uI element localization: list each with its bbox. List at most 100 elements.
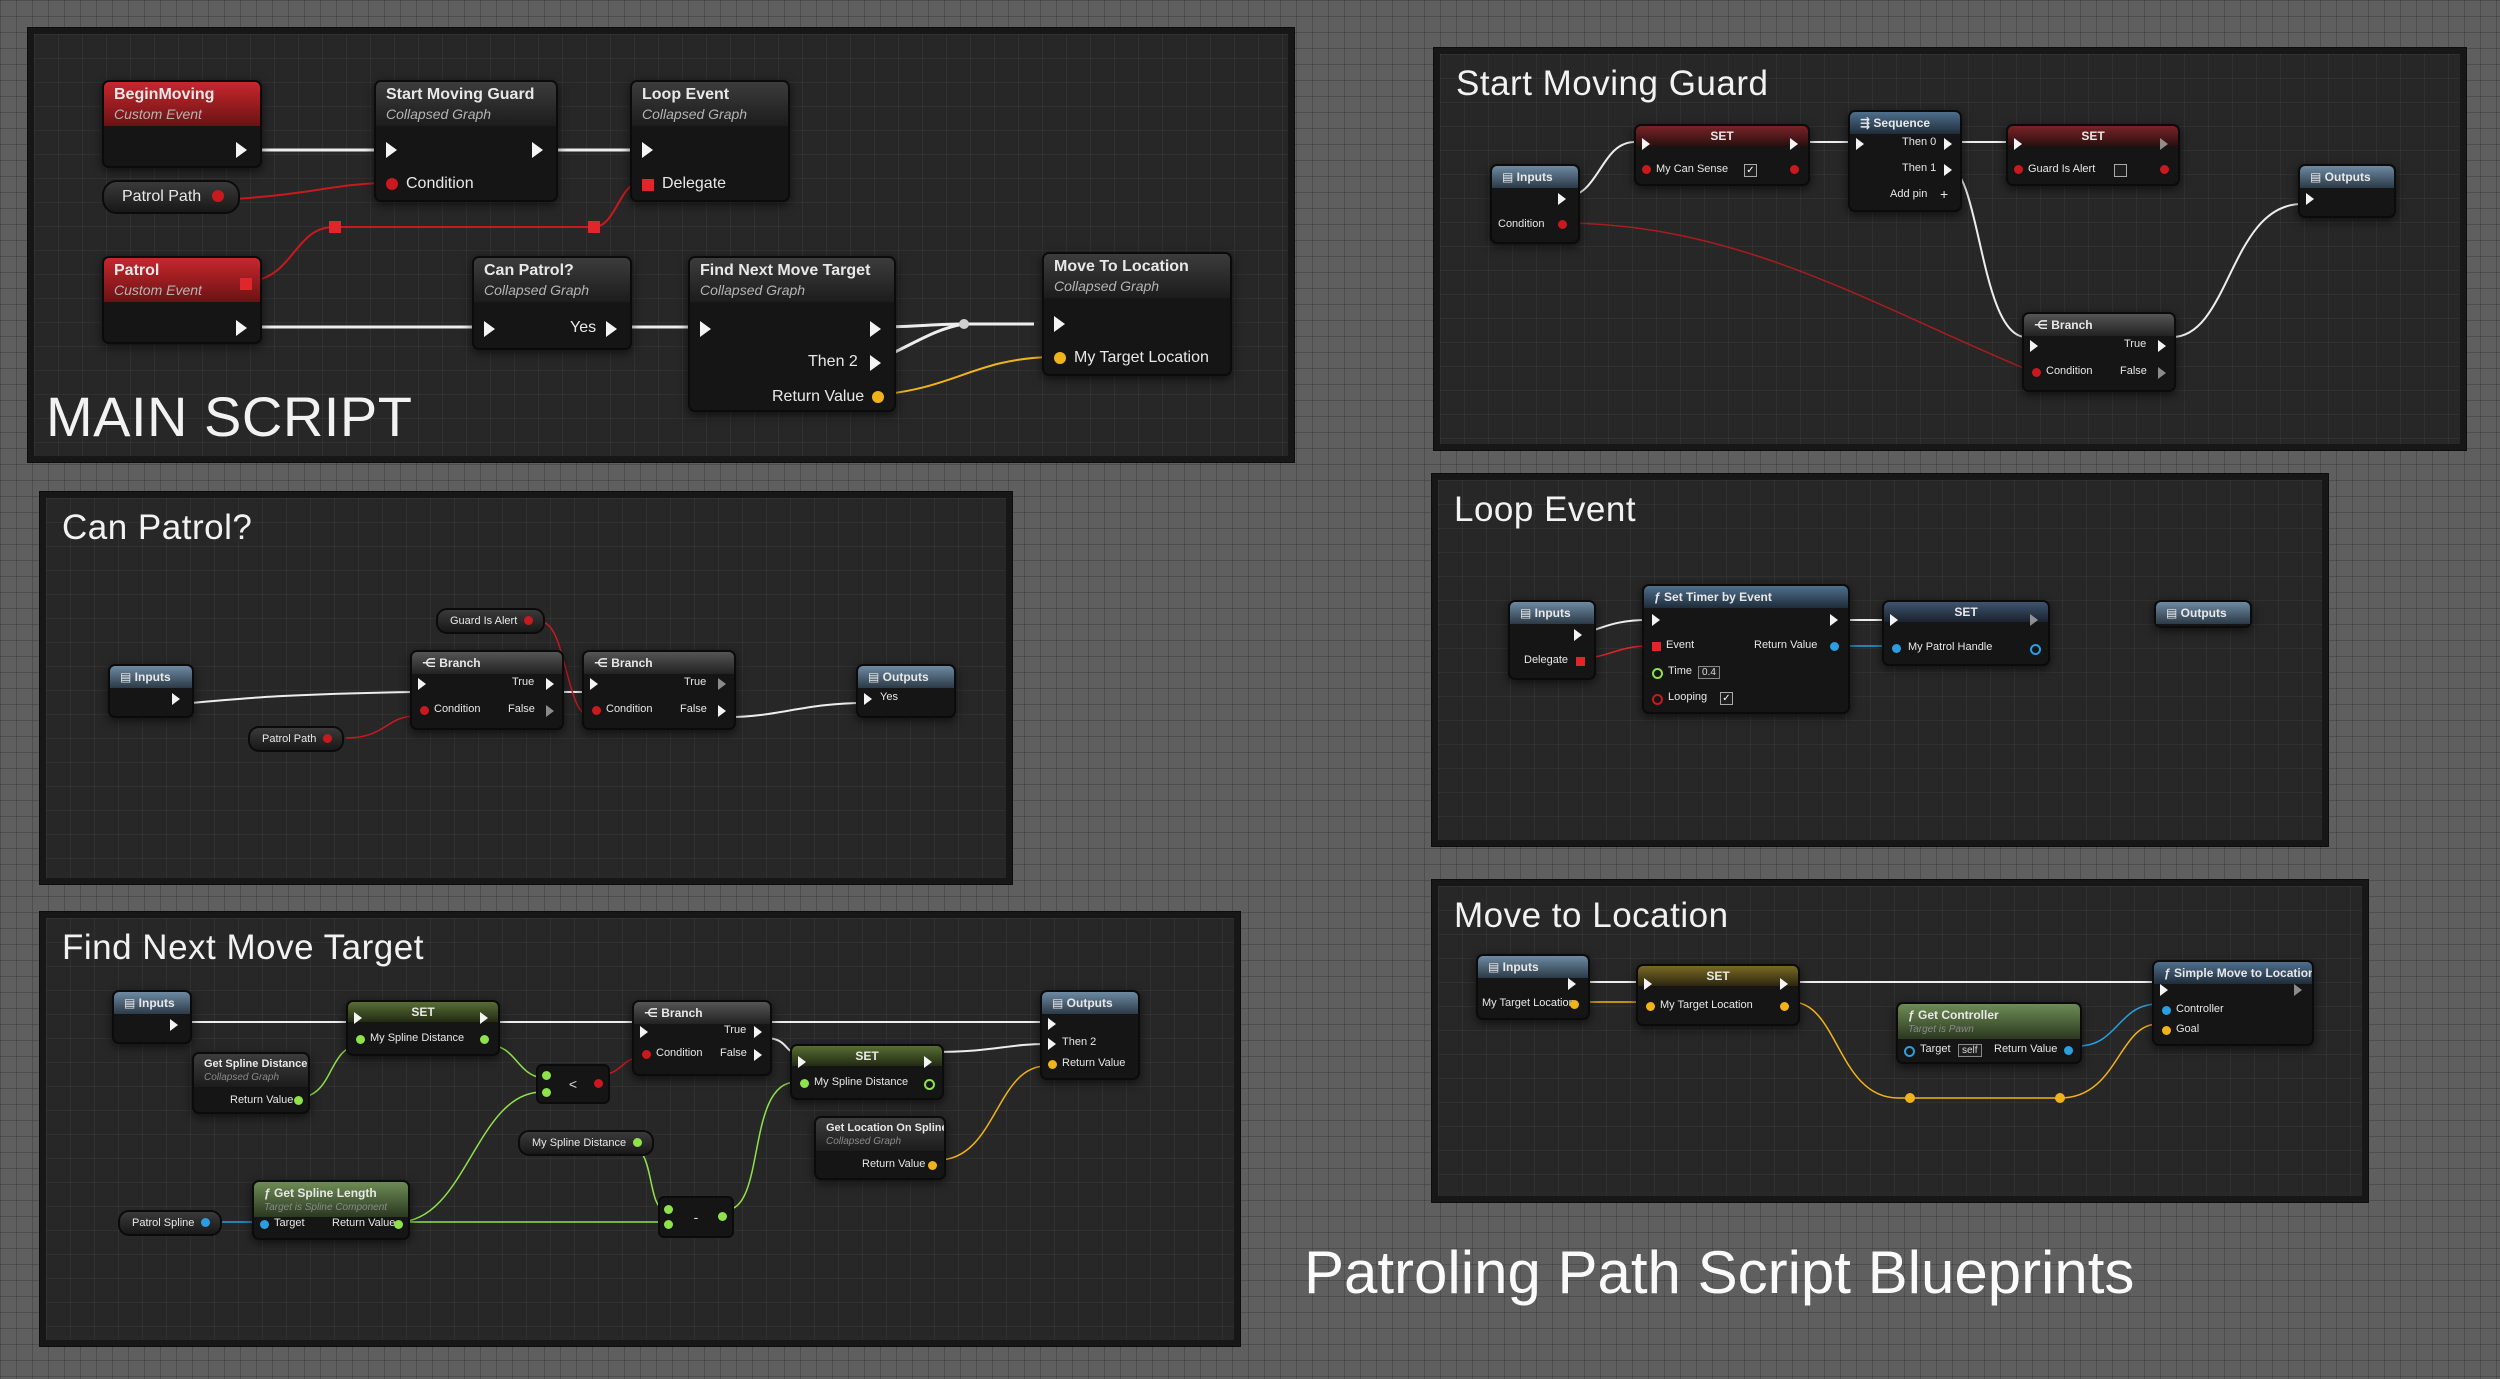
branch-node[interactable]: ⋲ Branch True Condition False — [632, 1000, 772, 1076]
true-out-pin[interactable] — [754, 1026, 762, 1038]
object-in-pin[interactable] — [1904, 1046, 1915, 1057]
exec-in-pin[interactable] — [1890, 614, 1898, 626]
outputs-node[interactable]: ▤ Outputs Then 2 Return Value — [1040, 990, 1140, 1080]
exec-in-pin[interactable] — [354, 1012, 362, 1024]
exec-out-pin[interactable] — [2030, 614, 2038, 626]
exec-in-pin[interactable] — [590, 678, 598, 690]
exec-in-pin[interactable] — [2014, 138, 2022, 150]
float-out-pin[interactable] — [633, 1138, 643, 1147]
float-in-pin[interactable] — [1652, 668, 1663, 679]
then-1-out-pin[interactable] — [1944, 164, 1952, 176]
float-in-pin[interactable] — [356, 1035, 365, 1044]
true-out-pin[interactable] — [718, 678, 726, 690]
vector-out-pin[interactable] — [1570, 1000, 1579, 1009]
bool-out-pin[interactable] — [594, 1079, 603, 1088]
float-in-pin[interactable] — [664, 1205, 673, 1214]
outputs-node[interactable]: ▤ Outputs Yes — [856, 664, 956, 718]
exec-in-pin[interactable] — [1652, 614, 1660, 626]
set-guard-is-alert-node[interactable]: SET Guard Is Alert — [2006, 124, 2180, 186]
exec-in-pin[interactable] — [484, 321, 495, 337]
exec-in-pin[interactable] — [1054, 316, 1065, 332]
set-timer-by-event-node[interactable]: ƒ Set Timer by Event Event Return Value … — [1642, 584, 1850, 714]
true-out-pin[interactable] — [546, 678, 554, 690]
looping-checkbox[interactable]: ✓ — [1720, 692, 1733, 705]
exec-in-pin[interactable] — [640, 1026, 648, 1038]
exec-in-pin[interactable] — [642, 142, 653, 158]
exec-out-pin[interactable] — [480, 1012, 488, 1024]
set-my-spline-distance-node-2[interactable]: SET My Spline Distance — [790, 1044, 944, 1100]
vector-out-pin[interactable] — [928, 1161, 937, 1170]
exec-out-pin[interactable] — [1780, 978, 1788, 990]
event-in-pin[interactable] — [1652, 642, 1661, 651]
outputs-node[interactable]: ▤ Outputs — [2298, 164, 2396, 218]
vector-out-pin[interactable] — [1780, 1002, 1789, 1011]
my-spline-distance-variable[interactable]: My Spline Distance — [518, 1130, 655, 1156]
inputs-node[interactable]: ▤ Inputs — [112, 990, 192, 1044]
exec-out-pin[interactable] — [172, 693, 180, 705]
reroute-knot[interactable] — [959, 319, 969, 329]
exec-out-pin[interactable] — [924, 1056, 932, 1068]
exec-out-pin[interactable] — [1568, 978, 1576, 990]
float-out-pin[interactable] — [924, 1079, 935, 1090]
exec-out-pin[interactable] — [1790, 138, 1798, 150]
outputs-node[interactable]: ▤ Outputs — [2154, 600, 2252, 628]
then-0-out-pin[interactable] — [1944, 138, 1952, 150]
bool-out-pin[interactable] — [2160, 165, 2169, 174]
vector-in-pin[interactable] — [1054, 352, 1066, 364]
exec-in-pin[interactable] — [2306, 193, 2314, 205]
exec-in-pin[interactable] — [1048, 1018, 1056, 1030]
checkbox[interactable]: ✓ — [1744, 164, 1757, 177]
float-out-pin[interactable] — [394, 1220, 403, 1229]
exec-out-pin[interactable] — [170, 1019, 178, 1031]
reroute-knot[interactable] — [2055, 1093, 2065, 1103]
patrol-spline-variable[interactable]: Patrol Spline — [118, 1210, 223, 1236]
inputs-node[interactable]: ▤ Inputs My Target Location — [1476, 954, 1590, 1020]
bool-out-pin[interactable] — [323, 734, 333, 743]
inputs-node[interactable]: ▤ Inputs — [108, 664, 194, 718]
true-out-pin[interactable] — [2158, 340, 2166, 352]
self-field[interactable]: self — [1958, 1044, 1982, 1057]
guard-is-alert-variable[interactable]: Guard Is Alert — [436, 608, 546, 634]
false-out-pin[interactable] — [546, 705, 554, 717]
exec-out-pin[interactable] — [606, 321, 617, 337]
float-out-pin[interactable] — [480, 1035, 489, 1044]
exec-out-pin[interactable] — [870, 321, 881, 337]
bool-out-pin[interactable] — [524, 616, 534, 625]
bool-in-pin[interactable] — [2014, 165, 2023, 174]
set-my-patrol-handle-node[interactable]: SET My Patrol Handle — [1882, 600, 2050, 666]
patrol-path-variable[interactable]: Patrol Path — [102, 180, 240, 214]
exec-in-pin[interactable] — [418, 678, 426, 690]
delegate-out-pin[interactable] — [1576, 657, 1585, 666]
set-my-spline-distance-node-1[interactable]: SET My Spline Distance — [346, 1000, 500, 1056]
float-in-pin[interactable] — [664, 1220, 673, 1229]
exec-out-pin[interactable] — [1558, 193, 1566, 205]
exec-in-pin[interactable] — [1644, 978, 1652, 990]
inputs-node[interactable]: ▤ Inputs Condition — [1490, 164, 1580, 244]
inputs-node[interactable]: ▤ Inputs Delegate — [1508, 600, 1596, 680]
handle-out-pin[interactable] — [2030, 644, 2041, 655]
condition-in-pin[interactable] — [592, 706, 601, 715]
then-2-in-pin[interactable] — [1048, 1038, 1056, 1050]
condition-in-pin[interactable] — [420, 706, 429, 715]
checkbox[interactable] — [2114, 164, 2127, 177]
false-out-pin[interactable] — [754, 1049, 762, 1061]
bool-out-pin[interactable] — [211, 190, 224, 202]
exec-in-pin[interactable] — [2160, 984, 2168, 996]
delegate-out-pin[interactable] — [240, 278, 252, 290]
exec-out-pin[interactable] — [1574, 629, 1582, 641]
delegate-in-pin[interactable] — [642, 179, 654, 191]
bool-out-pin[interactable] — [1558, 220, 1567, 229]
exec-out-pin[interactable] — [2294, 984, 2302, 996]
exec-in-pin[interactable] — [864, 693, 872, 705]
exec-in-pin[interactable] — [386, 142, 397, 158]
bool-in-pin[interactable] — [1642, 165, 1651, 174]
exec-out-pin[interactable] — [2160, 138, 2168, 150]
float-in-pin[interactable] — [542, 1071, 551, 1080]
exec-out-pin[interactable] — [532, 142, 543, 158]
